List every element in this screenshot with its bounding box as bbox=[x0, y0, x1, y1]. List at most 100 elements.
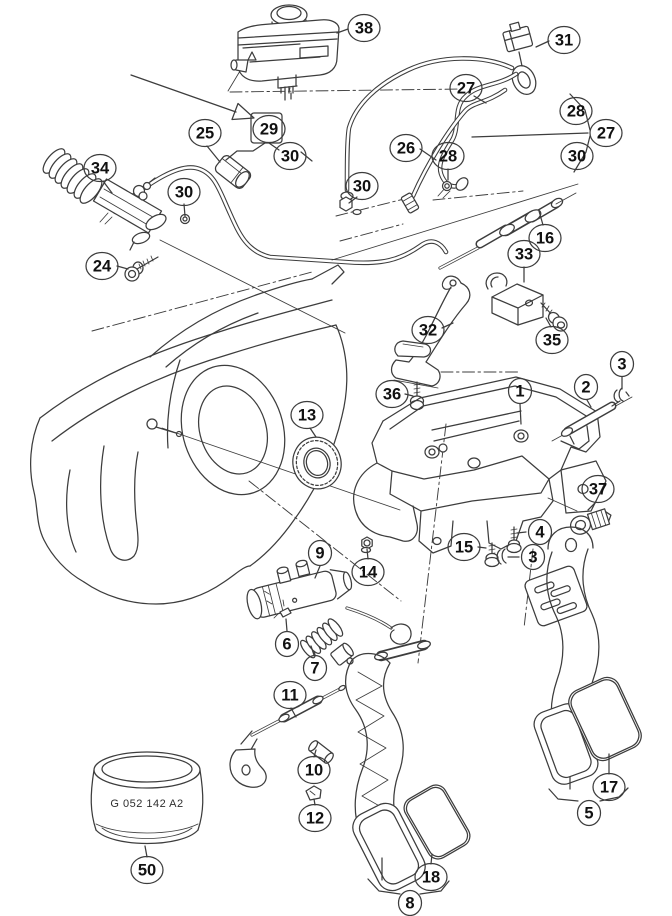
callout-28: 28 bbox=[559, 96, 593, 126]
callout-37: 37 bbox=[581, 474, 615, 504]
firewall-art bbox=[30, 239, 401, 605]
svg-text:17: 17 bbox=[600, 779, 618, 797]
brake-pedal-art bbox=[524, 526, 642, 785]
highlight-box-29 bbox=[250, 112, 283, 144]
callout-32: 32 bbox=[411, 315, 445, 345]
callout-30: 30 bbox=[273, 141, 307, 171]
callout-3: 3 bbox=[520, 543, 546, 571]
callout-6: 6 bbox=[274, 630, 300, 658]
reservoir-art bbox=[227, 4, 340, 101]
svg-text:28: 28 bbox=[439, 148, 457, 166]
svg-text:16: 16 bbox=[536, 230, 554, 248]
callout-28: 28 bbox=[431, 141, 465, 171]
svg-text:25: 25 bbox=[196, 125, 214, 143]
construction-lines bbox=[91, 88, 534, 664]
svg-text:14: 14 bbox=[359, 564, 378, 582]
master-cylinder-art bbox=[246, 559, 412, 666]
svg-text:4: 4 bbox=[535, 524, 545, 542]
highlight-arrow-head bbox=[231, 102, 255, 121]
svg-text:27: 27 bbox=[457, 80, 475, 98]
svg-text:50: 50 bbox=[138, 862, 156, 880]
svg-text:8: 8 bbox=[405, 895, 414, 913]
svg-text:36: 36 bbox=[383, 386, 401, 404]
callout-36: 36 bbox=[375, 379, 409, 409]
svg-text:30: 30 bbox=[568, 148, 586, 166]
callout-27: 27 bbox=[449, 73, 483, 103]
sleeve-part-number: G 052 142 A2 bbox=[110, 798, 183, 810]
svg-text:18: 18 bbox=[422, 869, 440, 887]
lever-art bbox=[390, 275, 471, 411]
callout-38: 38 bbox=[347, 13, 381, 43]
callout-1: 1 bbox=[507, 377, 533, 405]
svg-text:30: 30 bbox=[175, 184, 193, 202]
callout-34: 34 bbox=[83, 153, 117, 183]
svg-text:29: 29 bbox=[260, 121, 278, 139]
svg-text:13: 13 bbox=[298, 407, 316, 425]
callout-3: 3 bbox=[609, 350, 635, 378]
pedal-bracket-art bbox=[353, 376, 633, 568]
svg-text:34: 34 bbox=[91, 160, 110, 178]
damper-ring-art bbox=[292, 436, 342, 490]
svg-text:1: 1 bbox=[515, 383, 524, 401]
callout-16: 16 bbox=[528, 223, 562, 253]
callout-13: 13 bbox=[290, 400, 324, 430]
svg-text:35: 35 bbox=[543, 332, 561, 350]
slave-cylinder-art bbox=[42, 148, 167, 282]
push-fitting-art bbox=[331, 183, 579, 332]
svg-text:32: 32 bbox=[419, 322, 437, 340]
callout-30: 30 bbox=[560, 141, 594, 171]
callout-4: 4 bbox=[527, 518, 553, 546]
callout-29: 29 bbox=[252, 114, 286, 144]
svg-text:24: 24 bbox=[93, 258, 112, 276]
callout-9: 9 bbox=[307, 539, 333, 567]
callout-26: 26 bbox=[389, 133, 423, 163]
svg-text:5: 5 bbox=[584, 805, 593, 823]
svg-text:27: 27 bbox=[597, 125, 615, 143]
clutch-pipe-art bbox=[99, 155, 449, 266]
svg-text:11: 11 bbox=[281, 687, 298, 705]
callout-2: 2 bbox=[573, 373, 599, 401]
callout-17: 17 bbox=[592, 772, 626, 802]
hose-assembly-art bbox=[339, 21, 537, 216]
sleeve-art: G 052 142 A2 bbox=[90, 751, 204, 845]
callout-7: 7 bbox=[302, 654, 328, 682]
callout-35: 35 bbox=[535, 325, 569, 355]
svg-text:6: 6 bbox=[282, 636, 291, 654]
svg-text:37: 37 bbox=[589, 481, 607, 499]
callout-24: 24 bbox=[85, 251, 119, 281]
svg-text:26: 26 bbox=[397, 140, 415, 158]
svg-text:31: 31 bbox=[555, 32, 573, 50]
svg-text:10: 10 bbox=[305, 762, 323, 780]
callout-5: 5 bbox=[576, 799, 602, 827]
callout-8: 8 bbox=[397, 889, 423, 916]
highlight-layer: 29 bbox=[130, 74, 286, 144]
svg-text:12: 12 bbox=[306, 810, 324, 828]
callout-30: 30 bbox=[345, 171, 379, 201]
highlight-arrow-shaft bbox=[130, 74, 237, 113]
svg-text:30: 30 bbox=[353, 178, 371, 196]
clutch-pedal-art bbox=[345, 639, 471, 892]
callout-11: 11 bbox=[273, 680, 307, 710]
callout-10: 10 bbox=[297, 755, 331, 785]
svg-text:30: 30 bbox=[281, 148, 299, 166]
callout-12: 12 bbox=[298, 803, 332, 833]
svg-text:3: 3 bbox=[617, 356, 626, 374]
callout-31: 31 bbox=[547, 25, 581, 55]
callout-27: 27 bbox=[589, 118, 623, 148]
callout-18: 18 bbox=[414, 862, 448, 892]
svg-text:33: 33 bbox=[515, 246, 533, 264]
svg-text:9: 9 bbox=[315, 545, 324, 563]
callout-33: 33 bbox=[507, 239, 541, 269]
callout-30: 30 bbox=[167, 177, 201, 207]
callout-50: 50 bbox=[130, 855, 164, 885]
svg-text:7: 7 bbox=[310, 660, 319, 678]
svg-text:28: 28 bbox=[567, 103, 585, 121]
svg-text:15: 15 bbox=[455, 539, 473, 557]
svg-text:38: 38 bbox=[355, 20, 373, 38]
pushrod-art bbox=[229, 684, 346, 801]
svg-text:3: 3 bbox=[528, 549, 537, 567]
callout-14: 14 bbox=[351, 557, 385, 587]
